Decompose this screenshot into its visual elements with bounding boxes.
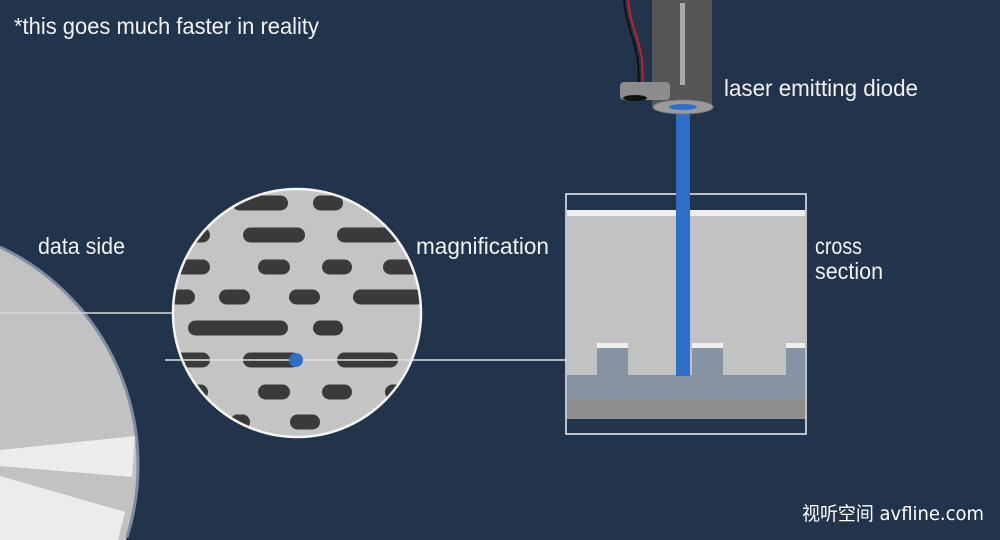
data-pit bbox=[337, 227, 400, 243]
data-pit bbox=[322, 259, 352, 275]
data-side-label: data side bbox=[38, 233, 125, 259]
data-pit bbox=[313, 320, 343, 336]
disc-reflection bbox=[0, 476, 125, 540]
data-pit bbox=[383, 259, 421, 275]
data-pit bbox=[322, 384, 352, 400]
laser-spot bbox=[289, 353, 303, 367]
cross-section-label-line1: cross bbox=[815, 233, 862, 259]
pit-group bbox=[173, 195, 421, 430]
laser-beam bbox=[676, 108, 690, 376]
disc-reflection bbox=[0, 436, 135, 477]
speed-note: *this goes much faster in reality bbox=[14, 13, 319, 39]
data-pit bbox=[353, 289, 421, 305]
magnification-label: magnification bbox=[416, 233, 549, 259]
cross-section-label-line2: section bbox=[815, 258, 883, 284]
data-pit bbox=[258, 259, 290, 275]
disc bbox=[0, 245, 140, 540]
data-pit bbox=[188, 320, 288, 336]
magnifier bbox=[171, 187, 423, 439]
data-pit bbox=[173, 289, 195, 305]
data-pit bbox=[180, 384, 208, 400]
disc-edge bbox=[0, 245, 140, 538]
data-pit bbox=[290, 414, 320, 430]
data-pit bbox=[219, 289, 250, 305]
data-pit bbox=[243, 227, 305, 243]
data-pit bbox=[289, 289, 320, 305]
data-pit bbox=[258, 384, 290, 400]
watermark-logo: 视听空间 avfline.com bbox=[802, 503, 984, 525]
laser-label: laser emitting diode bbox=[724, 75, 918, 101]
data-pit bbox=[313, 195, 343, 211]
data-pit bbox=[173, 259, 210, 275]
laser-diode-icon bbox=[620, 0, 714, 115]
data-pit bbox=[375, 414, 395, 430]
